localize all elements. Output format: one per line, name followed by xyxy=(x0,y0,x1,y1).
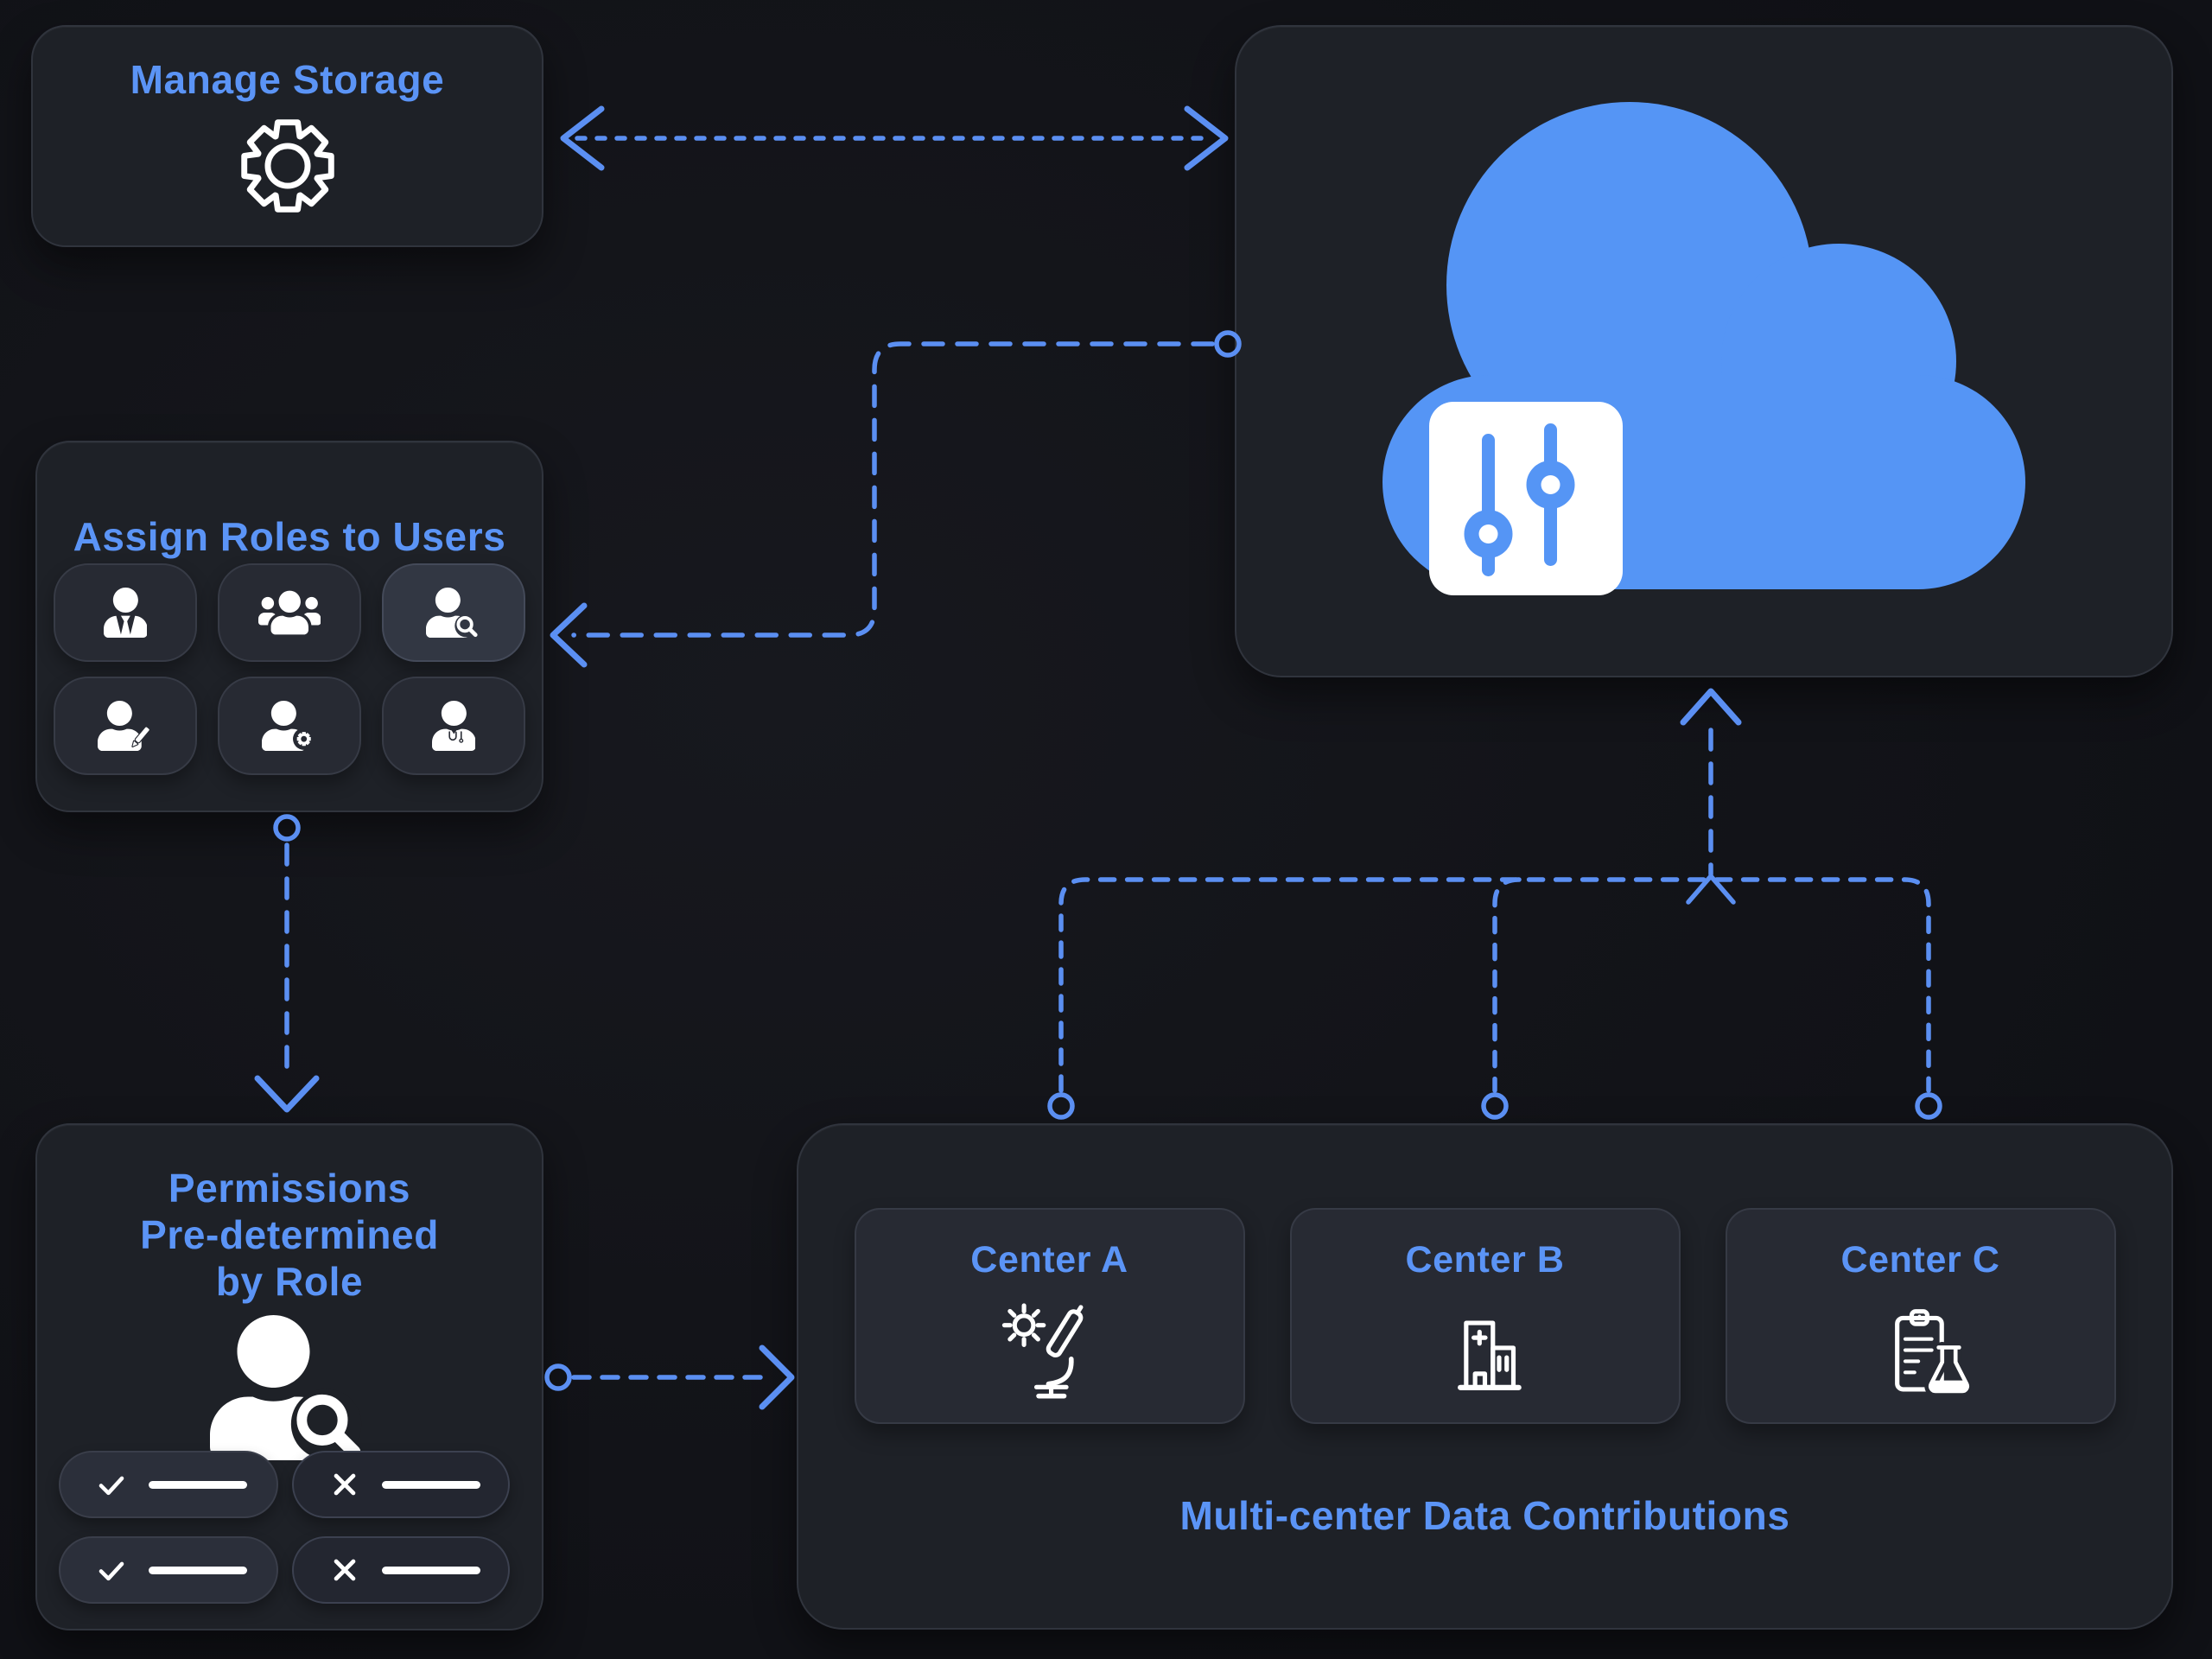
permission-entries xyxy=(59,1451,510,1604)
user-gear-icon xyxy=(262,701,315,751)
user-tie-icon xyxy=(103,588,148,638)
center-b-card: Center B xyxy=(1289,1208,1681,1424)
permission-line xyxy=(149,1566,247,1574)
cloud-icon xyxy=(1382,101,2025,595)
connector-permissions-multicenter xyxy=(544,1344,795,1410)
user-pen-icon xyxy=(98,701,151,751)
permission-line xyxy=(382,1566,480,1574)
user-doctor-icon xyxy=(431,701,476,751)
center-a-label: Center A xyxy=(970,1239,1128,1281)
assign-roles-title: Assign Roles to Users xyxy=(73,514,506,559)
user-search-icon xyxy=(210,1315,362,1460)
connector-cloud-assign-roles xyxy=(550,330,1242,668)
role-tile xyxy=(218,677,361,775)
clipboard-flask-icon xyxy=(1894,1309,1974,1397)
connector-centers-cloud xyxy=(1047,688,1942,1120)
permissions-title-line: Permissions xyxy=(168,1166,411,1211)
role-tile xyxy=(54,563,197,662)
permission-line xyxy=(149,1480,247,1489)
multicenter-caption: Multi-center Data Contributions xyxy=(1179,1493,1790,1538)
permission-denied-row xyxy=(292,1536,510,1604)
permission-allowed-row xyxy=(59,1451,278,1518)
gear-icon xyxy=(240,119,334,213)
role-tile-selected xyxy=(382,563,525,662)
center-b-label: Center B xyxy=(1405,1239,1565,1281)
center-c-card: Center C xyxy=(1725,1208,2116,1424)
permission-denied-row xyxy=(292,1451,510,1518)
multicenter-box: Center A Cent xyxy=(797,1123,2173,1630)
connector-assign-roles-permissions xyxy=(254,814,320,1113)
manage-storage-title: Manage Storage xyxy=(130,57,445,102)
users-group-icon xyxy=(257,590,321,635)
user-search-icon xyxy=(426,588,479,638)
permissions-title-line: by Role xyxy=(215,1259,364,1304)
connector-storage-cloud xyxy=(560,105,1229,171)
x-icon xyxy=(334,1559,356,1581)
permissions-box: Permissions Pre-determined by Role xyxy=(35,1123,543,1630)
check-icon xyxy=(99,1561,124,1581)
cloud-box xyxy=(1235,25,2173,677)
center-a-card: Center A xyxy=(854,1208,1245,1424)
roles-grid xyxy=(54,563,525,775)
role-tile xyxy=(382,677,525,775)
x-icon xyxy=(334,1473,356,1496)
permission-line xyxy=(382,1480,480,1489)
center-cards: Center A Cent xyxy=(798,1208,2171,1424)
role-tile xyxy=(54,677,197,775)
assign-roles-box: Assign Roles to Users xyxy=(35,441,543,812)
role-tile xyxy=(218,563,361,662)
manage-storage-box: Manage Storage xyxy=(31,25,543,247)
permissions-title-line: Pre-determined xyxy=(140,1212,439,1257)
check-icon xyxy=(99,1476,124,1496)
microscope-virus-icon xyxy=(1001,1303,1083,1399)
hospital-icon xyxy=(1457,1320,1522,1390)
sliders-icon xyxy=(1429,401,1623,595)
center-c-label: Center C xyxy=(1840,1239,2000,1281)
permissions-title: Permissions Pre-determined by Role xyxy=(37,1165,542,1305)
permission-allowed-row xyxy=(59,1536,278,1604)
